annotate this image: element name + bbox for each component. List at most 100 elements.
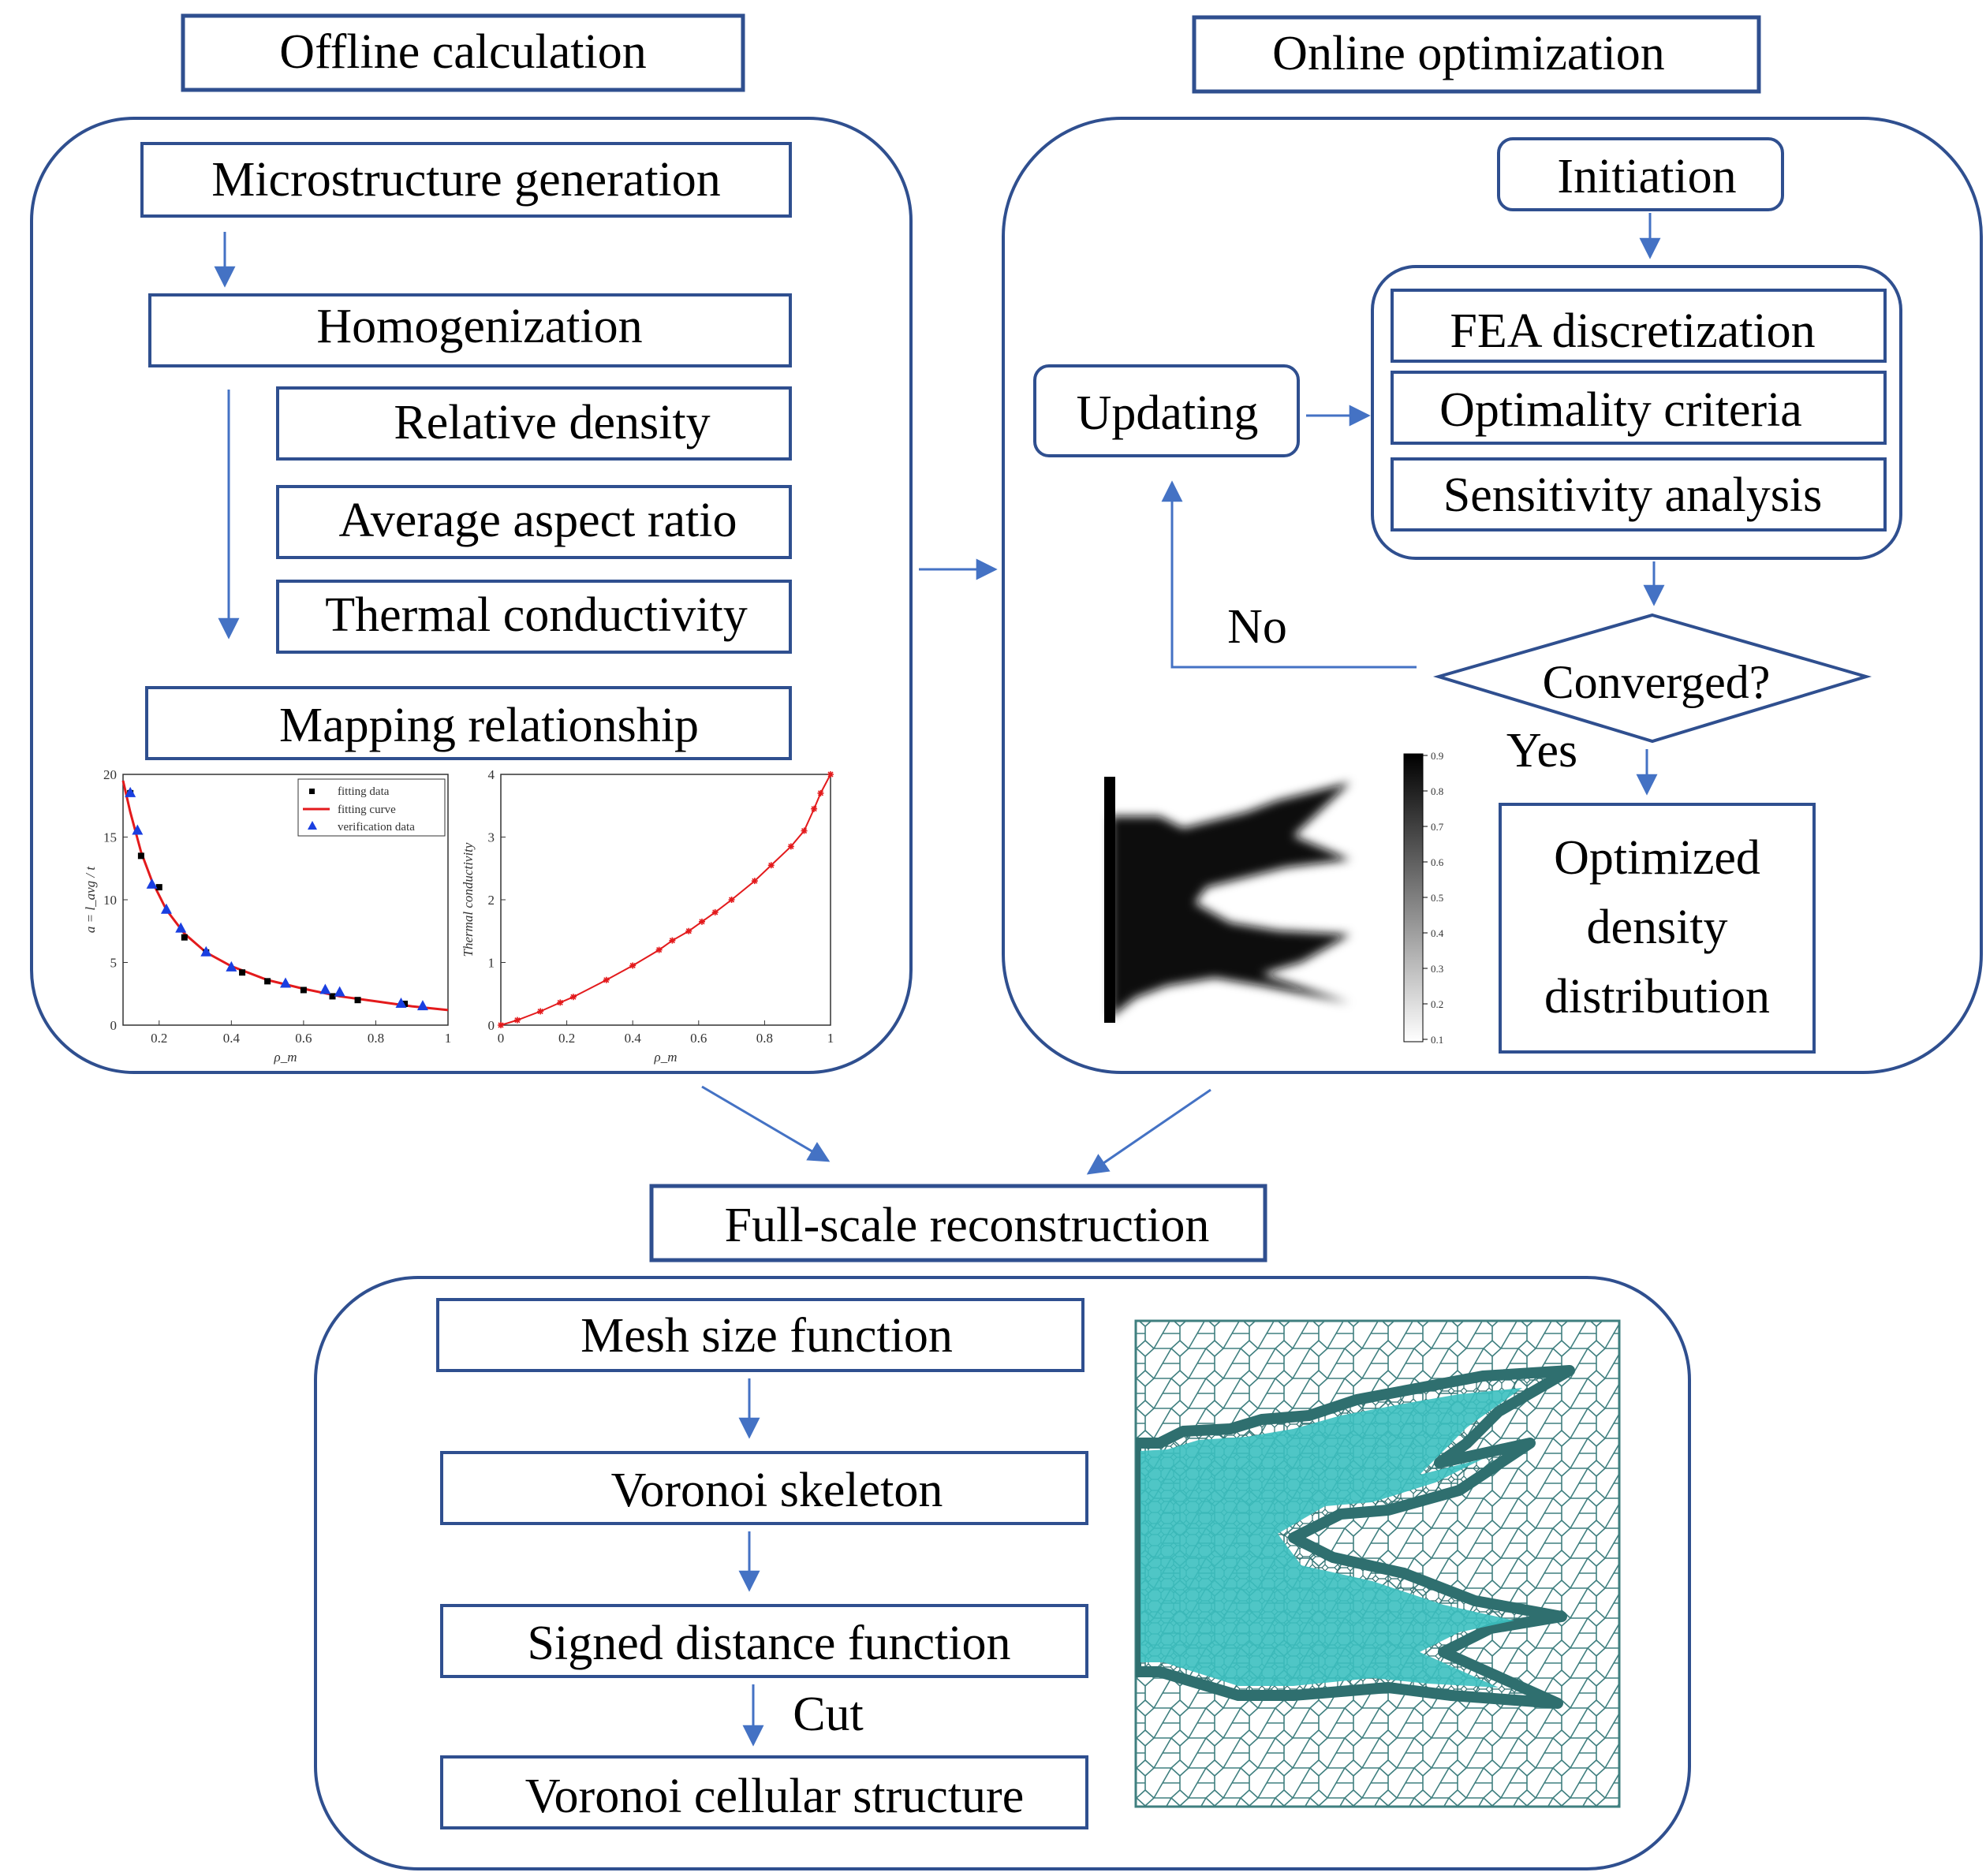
conductivity-point [767,862,775,869]
conductivity-point [569,994,577,1001]
colorbar-tick-label: 0.8 [1431,785,1443,797]
signed-distance-box: Signed distance function [440,1604,1088,1678]
result-line2: density [1586,901,1727,954]
colorbar-tick-label: 0.1 [1431,1034,1443,1046]
conductivity-point [817,789,824,796]
conductivity-point [827,771,834,778]
colorbar-tick-label: 0.4 [1431,927,1444,939]
verification-data-point [132,824,144,835]
thermal-conductivity-box: Thermal conductivity [276,580,792,654]
colorbar-tick-label: 0.2 [1431,998,1443,1010]
cut-label: Cut [793,1688,864,1741]
homogenization-box: Homogenization [148,293,792,367]
fitting-data-point [264,978,271,985]
x-tick-label: 0.4 [223,1031,241,1046]
y-tick-label: 20 [103,767,117,782]
conductivity-point [811,805,818,812]
voronoi-cellular-label: Voronoi cellular structure [525,1770,1024,1823]
sensitivity-label: Sensitivity analysis [1443,468,1823,522]
result-line3: distribution [1544,970,1770,1024]
conductivity-point [629,962,636,969]
conductivity-line [500,774,831,1026]
fitting-data-point [137,852,144,860]
y-tick-label: 3 [488,830,495,845]
colorbar-tick-label: 0.7 [1431,821,1444,833]
x-tick-label: 0.6 [690,1031,707,1046]
conductivity-point [698,918,705,925]
verification-data-point [200,945,212,957]
colorbar-tick-label: 0.3 [1431,963,1443,975]
converged-diamond: Converged? [1432,613,1872,744]
fitting-data-point [300,986,307,994]
legend-fitting-curve: fitting curve [338,804,396,816]
mapping-box: Mapping relationship [145,686,792,760]
verification-data-point [319,983,331,994]
legend-box [297,778,446,837]
fitting-data-point [329,993,336,1000]
offline-title-box: Offline calculation [181,13,745,92]
x-tick-label: 0.2 [151,1031,167,1046]
microstructure-label: Microstructure generation [211,153,721,207]
online-title: Online optimization [1272,27,1665,80]
online-panel [1002,117,1983,1074]
optimization-group [1371,265,1902,560]
voronoi-mesh-image [1134,1319,1621,1808]
conductivity-point [751,878,758,885]
microstructure-box: Microstructure generation [140,142,792,218]
optimality-label: Optimality criteria [1439,383,1802,437]
x-tick-label: 0.8 [368,1031,384,1046]
online-title-box: Online optimization [1192,15,1761,94]
fitting-data-point [181,934,188,941]
x-tick-label: 0.8 [756,1031,773,1046]
mesh-size-box: Mesh size function [436,1298,1084,1372]
density-image [1104,771,1372,1023]
x-tick-label: 0 [498,1031,505,1046]
fea-label: FEA discretization [1450,304,1815,358]
y-tick-label: 0 [488,1018,495,1033]
legend-fitting-data: fitting data [338,785,390,798]
homogenization-label: Homogenization [316,300,642,353]
verification-data-point [125,786,136,797]
voronoi-skeleton-label: Voronoi skeleton [611,1464,943,1517]
conductivity-point [655,946,663,953]
aspect-ratio-box: Average aspect ratio [276,485,792,559]
verification-data-point [160,903,172,914]
converged-label: Converged? [1543,656,1771,708]
relative-density-box: Relative density [276,386,792,461]
fitting-data-point [354,997,361,1004]
conductivity-point [711,908,719,916]
y-tick-label: 15 [103,830,117,845]
arrow-offline-fullscale [701,1085,831,1162]
x-tick-label: 0.2 [558,1031,575,1046]
optimality-box: Optimality criteria [1391,371,1887,445]
y-axis-label: a = l_avg / t [83,866,98,933]
voronoi-cellular-box: Voronoi cellular structure [440,1755,1088,1829]
conductivity-point [685,927,692,934]
x-axis-label: ρ_m [654,1050,678,1065]
conductivity-point [513,1016,521,1024]
updating-label: Updating [1077,386,1259,440]
x-tick-label: 1 [445,1031,452,1046]
arrow-no-loop [1161,480,1417,669]
conductivity-point [603,976,610,983]
mesh-size-label: Mesh size function [580,1309,953,1363]
y-tick-label: 0 [110,1018,118,1033]
colorbar-tick-label: 0.6 [1431,856,1444,868]
y-tick-label: 4 [488,767,495,782]
fullscale-panel [314,1276,1691,1870]
y-tick-label: 5 [110,956,118,971]
x-tick-label: 0.6 [295,1031,312,1046]
sensitivity-box: Sensitivity analysis [1391,457,1887,531]
fitting-data-point [401,1000,409,1007]
result-line1: Optimized [1554,831,1760,885]
plot-area [500,774,831,1026]
conductivity-point [669,937,676,944]
fullscale-title: Full-scale reconstruction [725,1199,1210,1252]
relative-density-label: Relative density [394,396,710,449]
verification-data-point [280,977,291,988]
y-tick-label: 1 [488,956,495,971]
x-tick-label: 0.4 [625,1031,642,1046]
colorbar-tick-label: 0.9 [1431,750,1443,762]
x-axis-label: ρ_m [274,1050,297,1065]
